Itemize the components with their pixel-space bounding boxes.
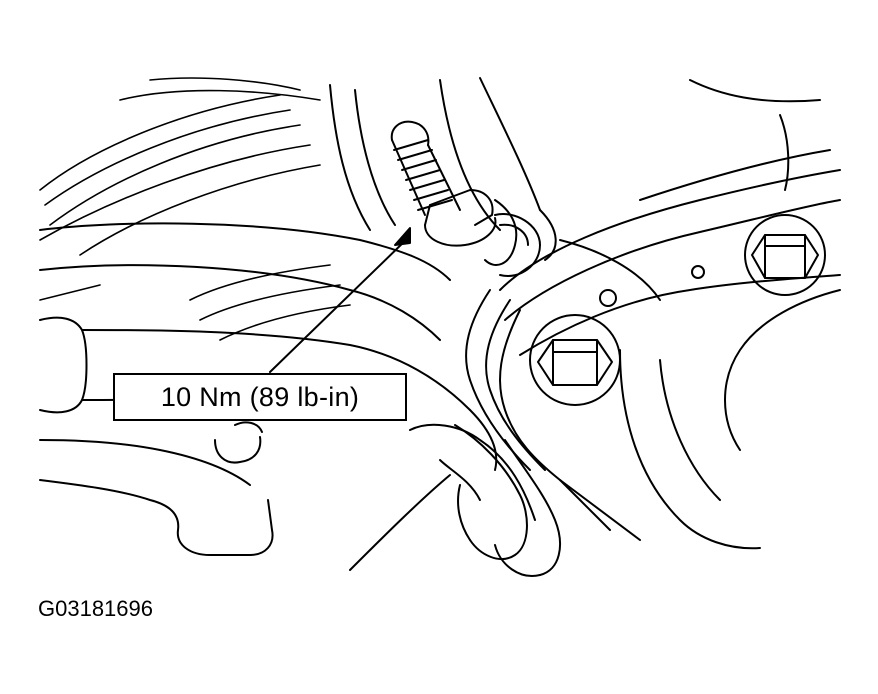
bolt-washer xyxy=(494,213,541,277)
torque-spec-text: 10 Nm (89 lb-in) xyxy=(160,381,360,412)
background-contour-lines xyxy=(39,77,351,341)
bracket-edges xyxy=(465,289,641,541)
bracket-tube xyxy=(349,423,561,577)
torque-callout: 10 Nm (89 lb-in) xyxy=(113,373,407,421)
housing-outline xyxy=(39,77,557,341)
threaded-bolt xyxy=(390,120,518,266)
mounting-bracket xyxy=(499,79,841,550)
hex-bolt-right xyxy=(744,214,826,296)
bracket-holes xyxy=(599,265,705,307)
figure-id: G03181696 xyxy=(38,596,153,621)
hex-bolt-center xyxy=(529,314,621,406)
callout-leader xyxy=(269,227,411,373)
coolant-hose xyxy=(39,316,498,556)
